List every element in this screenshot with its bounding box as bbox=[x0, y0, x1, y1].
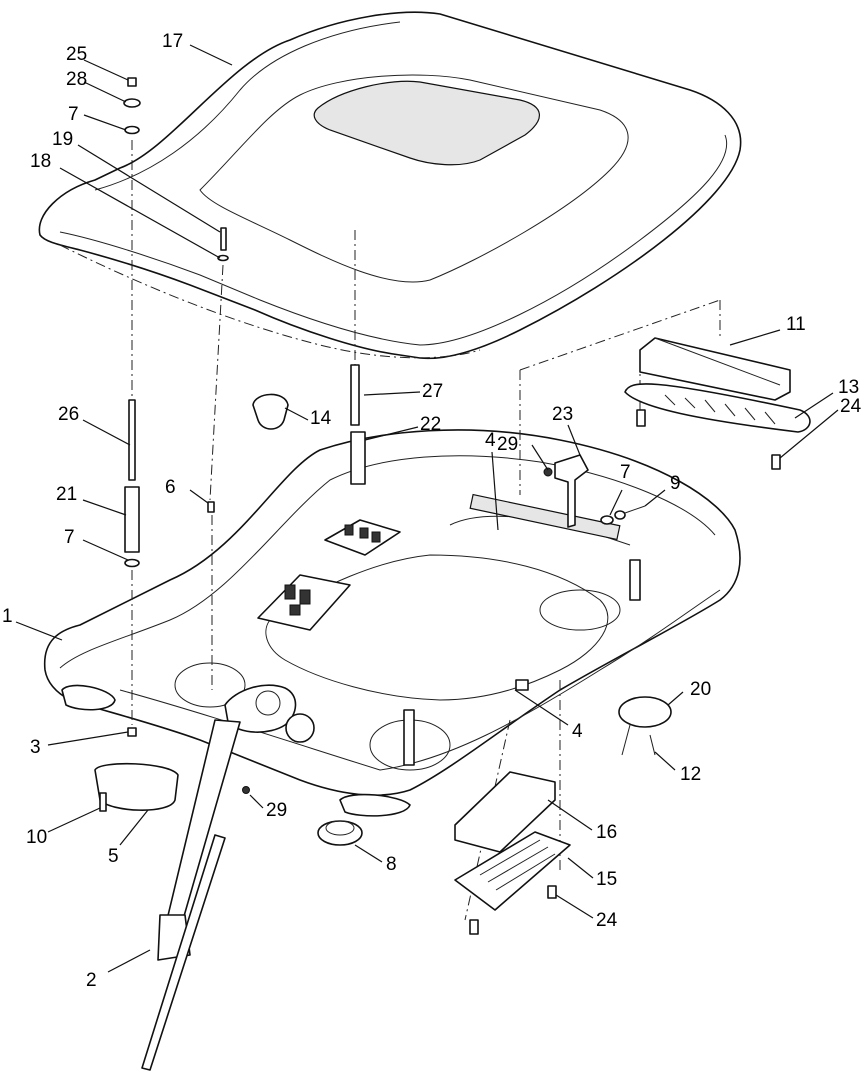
grille-13 bbox=[624, 383, 811, 433]
callout-8: 8 bbox=[386, 854, 397, 875]
round-light-20 bbox=[618, 696, 672, 728]
screw-29-lower bbox=[242, 786, 250, 794]
callout-4-upper: 4 bbox=[485, 430, 496, 451]
screw-24-upper-right bbox=[771, 454, 781, 470]
standoffs bbox=[403, 559, 641, 766]
callout-4-lower: 4 bbox=[572, 721, 583, 742]
callout-7-top: 7 bbox=[68, 104, 79, 125]
callout-15: 15 bbox=[596, 869, 617, 890]
callout-24-upper: 24 bbox=[840, 396, 862, 417]
callouts: 1 2 3 4 4 5 6 7 7 7 8 9 10 11 12 13 14 1… bbox=[2, 31, 862, 991]
callout-26: 26 bbox=[58, 404, 79, 425]
callout-22: 22 bbox=[420, 414, 441, 435]
callout-19: 19 bbox=[52, 129, 73, 150]
callout-18: 18 bbox=[30, 151, 51, 172]
sleeve-21 bbox=[124, 486, 140, 553]
callout-29-lower: 29 bbox=[266, 800, 287, 821]
sleeve-22 bbox=[350, 431, 366, 485]
callout-7-left: 7 bbox=[64, 527, 75, 548]
callout-12: 12 bbox=[680, 764, 701, 785]
wiper-motor bbox=[224, 684, 315, 743]
round-vent-8 bbox=[317, 820, 363, 846]
tray-rail bbox=[469, 493, 621, 541]
callout-27: 27 bbox=[422, 381, 443, 402]
washer-9-right bbox=[614, 510, 626, 520]
rod-27 bbox=[350, 364, 360, 426]
screw-6 bbox=[207, 501, 215, 513]
callout-14: 14 bbox=[310, 408, 332, 429]
roof-cover bbox=[38, 11, 742, 360]
callout-21: 21 bbox=[56, 484, 77, 505]
pin-19 bbox=[220, 227, 227, 251]
screw-29-top bbox=[543, 467, 553, 477]
screw-24-lower-left bbox=[469, 919, 479, 935]
screw-24-lower-right bbox=[547, 885, 557, 899]
callout-23: 23 bbox=[552, 404, 573, 425]
circuit-boards bbox=[257, 519, 401, 631]
callout-11: 11 bbox=[786, 314, 806, 335]
filter-16 bbox=[454, 771, 556, 853]
leader-lines bbox=[15, 44, 839, 973]
callout-24-lower: 24 bbox=[596, 910, 618, 931]
screw-24-upper-left bbox=[636, 409, 646, 427]
callout-6: 6 bbox=[165, 477, 176, 498]
callout-3: 3 bbox=[30, 737, 41, 758]
callout-17: 17 bbox=[162, 31, 183, 52]
dome-light-14 bbox=[252, 393, 289, 430]
callout-5: 5 bbox=[108, 846, 119, 867]
nut-3 bbox=[127, 727, 137, 737]
callout-25: 25 bbox=[66, 44, 87, 65]
roof-hatch-panel bbox=[313, 80, 540, 166]
front-vents bbox=[61, 684, 411, 817]
wiper-arm-2 bbox=[141, 719, 241, 1071]
callout-9: 9 bbox=[670, 473, 681, 494]
headliner-tray bbox=[43, 429, 741, 796]
pin-10 bbox=[99, 792, 107, 812]
callout-7-right: 7 bbox=[620, 462, 631, 483]
callout-29-upper: 29 bbox=[497, 434, 518, 455]
washer-7-right bbox=[600, 515, 614, 525]
callout-20: 20 bbox=[690, 679, 711, 700]
callout-16: 16 bbox=[596, 822, 617, 843]
roof-fasteners-left bbox=[123, 77, 141, 135]
bracket-23 bbox=[554, 454, 589, 528]
mirror-5 bbox=[94, 762, 179, 811]
callout-13: 13 bbox=[838, 377, 859, 398]
callout-28: 28 bbox=[66, 69, 87, 90]
callout-10: 10 bbox=[26, 827, 47, 848]
washer-18 bbox=[217, 254, 229, 262]
callout-2: 2 bbox=[86, 970, 97, 991]
rod-26 bbox=[128, 399, 136, 481]
washer-7-lower bbox=[124, 558, 140, 568]
callout-1: 1 bbox=[2, 606, 13, 627]
